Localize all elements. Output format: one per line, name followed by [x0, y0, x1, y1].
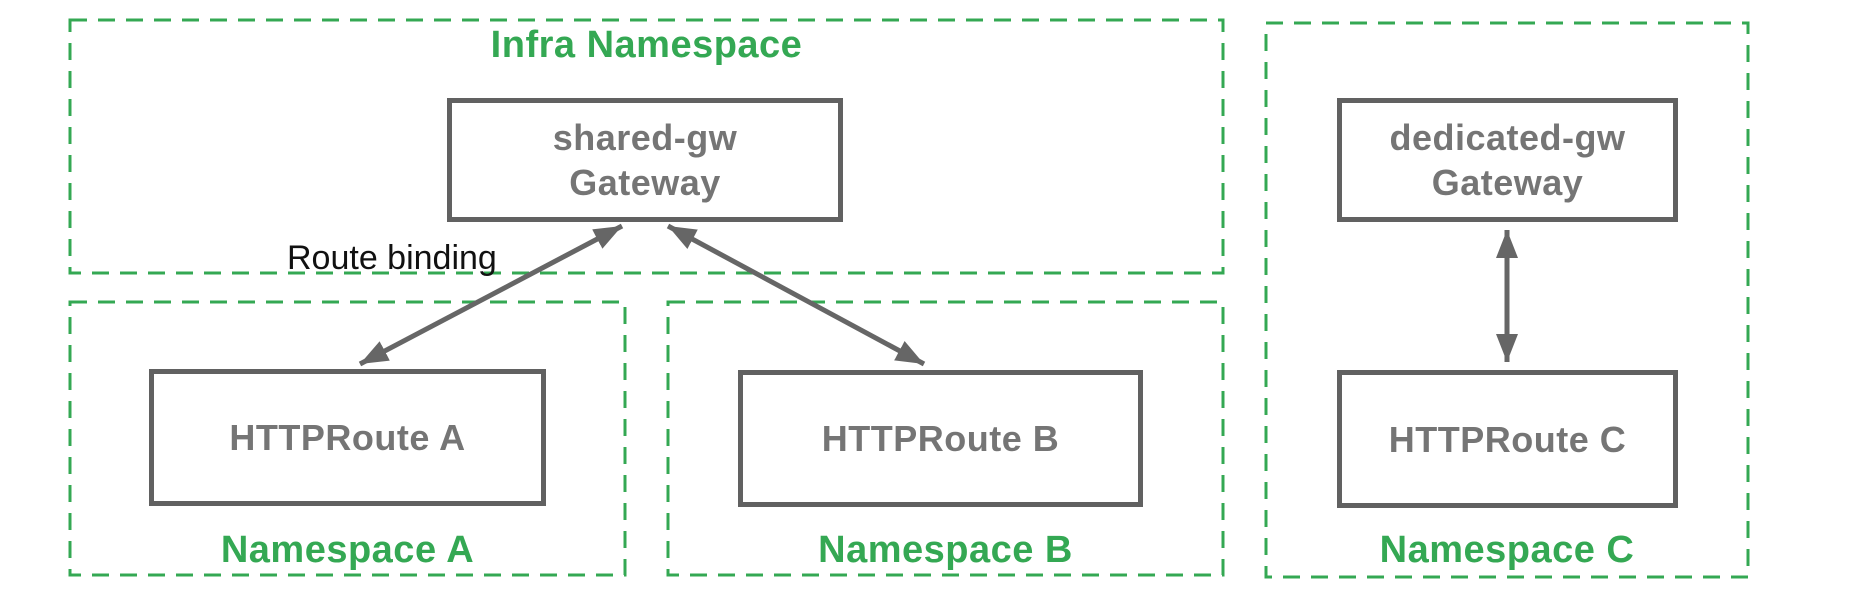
- httproute-c-box: HTTPRoute C: [1337, 370, 1678, 508]
- namespace-a-border: [68, 300, 627, 577]
- httproute-b-box: HTTPRoute B: [738, 370, 1143, 507]
- namespace-a-label: Namespace A: [220, 529, 475, 571]
- route-binding-label: Route binding: [287, 239, 497, 277]
- namespace-b-label: Namespace B: [818, 529, 1073, 571]
- httproute-c-label: HTTPRoute C: [1388, 418, 1627, 460]
- route-binding-arrow-a: [358, 223, 624, 367]
- shared-gateway-box: shared-gw Gateway: [447, 98, 843, 222]
- dedicated-gateway-box: dedicated-gw Gateway: [1337, 98, 1678, 222]
- namespace-c-label: Namespace C: [1379, 529, 1635, 571]
- dedicated-gateway-kind: Gateway: [1431, 162, 1584, 203]
- httproute-a-label: HTTPRoute A: [229, 417, 466, 458]
- namespace-c-border: [1264, 21, 1750, 579]
- dedicated-gateway-name: dedicated-gw: [1389, 117, 1626, 158]
- route-binding-arrow-b: [666, 223, 926, 367]
- shared-gateway-kind: Gateway: [569, 162, 721, 203]
- shared-gateway-name: shared-gw: [552, 117, 738, 158]
- namespace-b-border: [666, 300, 1225, 577]
- httproute-a-box: HTTPRoute A: [149, 369, 546, 506]
- infra-namespace-label: Infra Namespace: [490, 24, 803, 66]
- httproute-b-label: HTTPRoute B: [821, 418, 1060, 459]
- infra-namespace-border: [68, 18, 1225, 275]
